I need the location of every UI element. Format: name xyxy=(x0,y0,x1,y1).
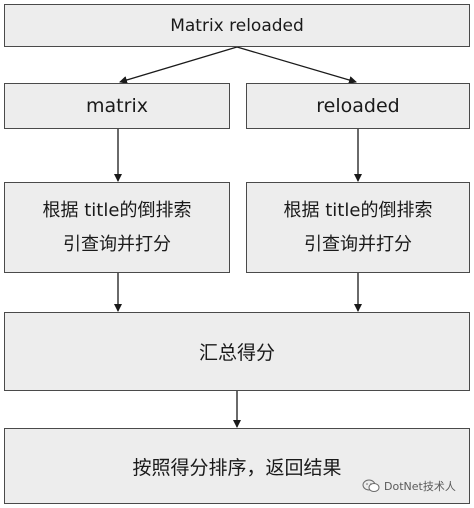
sort-label: 按照得分排序，返回结果 xyxy=(132,456,342,479)
term-label-reloaded: reloaded xyxy=(316,95,400,117)
merge-label: 汇总得分 xyxy=(198,342,275,364)
term-label-matrix: matrix xyxy=(86,95,148,117)
watermark: DotNet技术人 xyxy=(362,478,456,494)
arrow-top-to-right xyxy=(236,46,357,84)
sort-node: 按照得分排序，返回结果 xyxy=(4,428,470,504)
wechat-icon xyxy=(362,479,380,492)
left-process-label: 根据 title的倒排索 引查询并打分 xyxy=(42,199,192,255)
query-label: Matrix reloaded xyxy=(170,15,304,36)
term-node-reloaded: reloaded xyxy=(246,83,470,129)
query-node: Matrix reloaded xyxy=(4,4,470,47)
right-process-label: 根据 title的倒排索 引查询并打分 xyxy=(283,199,433,255)
watermark-text: DotNet技术人 xyxy=(384,480,456,493)
merge-node: 汇总得分 xyxy=(4,312,470,391)
arrow-top-to-left xyxy=(119,46,238,84)
right-process-node: 根据 title的倒排索 引查询并打分 xyxy=(246,182,470,273)
left-process-node: 根据 title的倒排索 引查询并打分 xyxy=(4,182,230,273)
term-node-matrix: matrix xyxy=(4,83,230,129)
